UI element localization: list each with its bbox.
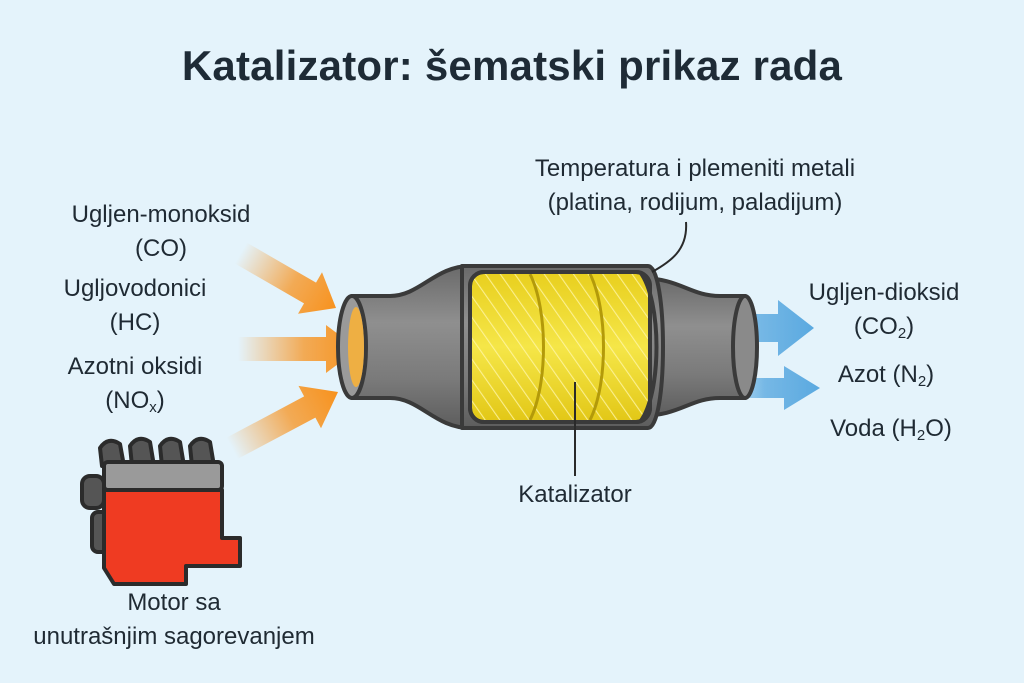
catalytic-converter-icon (336, 264, 759, 430)
label-nox-name: Azotni oksidi (67, 353, 203, 380)
engine-icon (80, 436, 242, 586)
label-co2-formula: (CO2) (853, 313, 915, 342)
label-hc: Ugljovodonici (HC) (40, 272, 230, 340)
label-hc-formula: (HC) (109, 309, 161, 336)
catalyst-label: Katalizator (518, 481, 632, 508)
output-arrow-n2 (710, 366, 820, 410)
page-title: Katalizator: šematski prikaz rada (181, 42, 843, 89)
label-h2o-text: Voda (H2O) (830, 415, 952, 444)
metals-leader-line (651, 221, 688, 273)
label-n2-text: Azot (N2) (837, 361, 935, 390)
engine-label-line1: Motor sa (127, 589, 221, 616)
metals-label-line1: Temperatura i plemeniti metali (534, 155, 856, 182)
metals-label-line2: (platina, rodijum, paladijum) (547, 189, 843, 216)
input-arrow-hc (238, 325, 358, 373)
input-arrows (226, 242, 358, 459)
label-hc-name: Ugljovodonici (63, 275, 207, 302)
label-co2-name: Ugljen-dioksid (808, 279, 960, 306)
label-nox-formula: (NOx) (105, 387, 165, 416)
label-co2: Ugljen-dioksid (CO2) (784, 276, 984, 344)
input-arrow-co (234, 242, 336, 314)
label-co: Ugljen-monoksid (CO) (66, 198, 256, 266)
label-h2o: Voda (H2O) (806, 412, 976, 446)
label-co-formula: (CO) (135, 235, 187, 262)
engine-label: Motor sa unutrašnjim sagorevanjem (14, 586, 334, 654)
input-arrow-nox (226, 385, 338, 459)
label-nox: Azotni oksidi (NOx) (40, 350, 230, 418)
label-co-name: Ugljen-monoksid (71, 201, 251, 228)
label-n2: Azot (N2) (806, 358, 966, 392)
metals-label: Temperatura i plemeniti metali (platina,… (490, 152, 900, 220)
engine-label-line2: unutrašnjim sagorevanjem (33, 623, 315, 650)
